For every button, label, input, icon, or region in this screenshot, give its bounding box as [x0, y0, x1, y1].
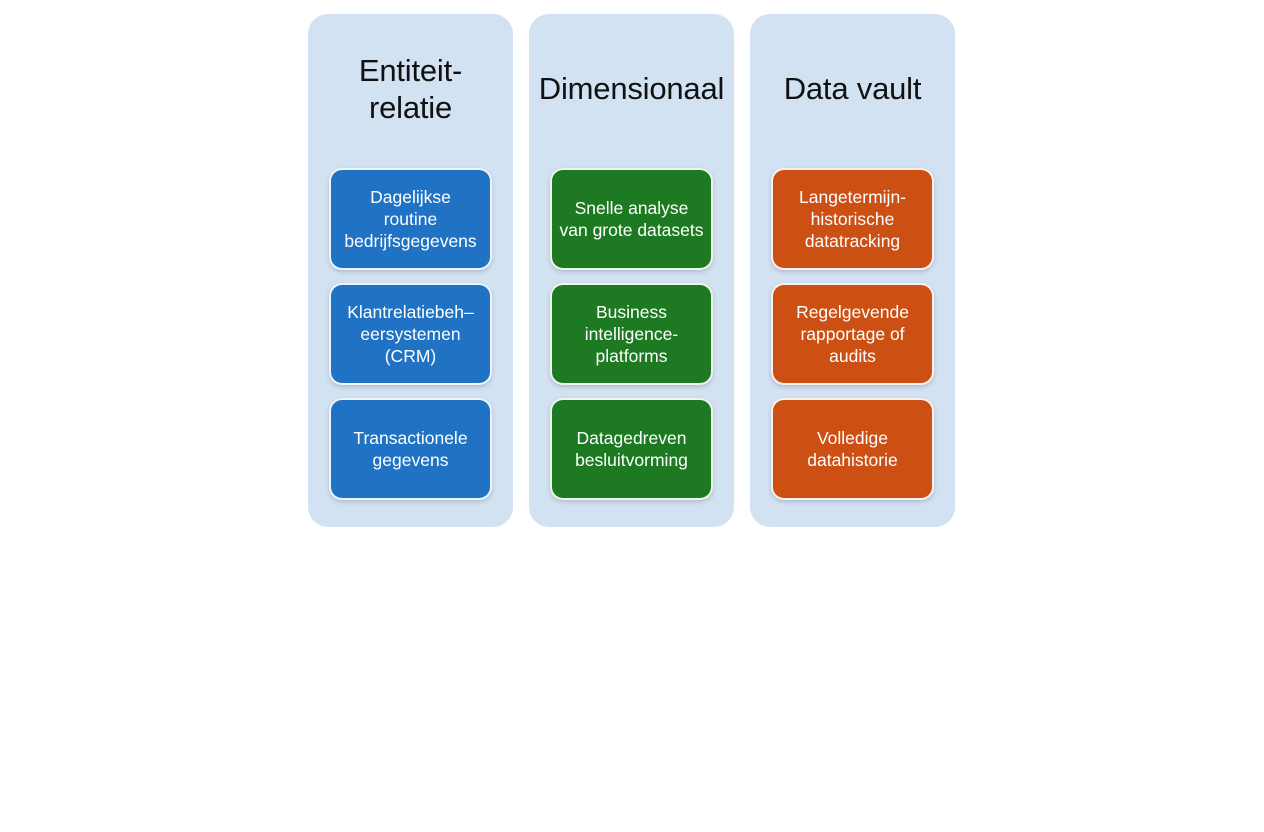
card-label: Volledige datahistorie: [807, 428, 898, 470]
card-volledige-datahistorie: Volledige datahistorie: [771, 398, 934, 500]
card-label: Langetermijn- historische datatracking: [799, 187, 906, 251]
column-panel-dimensionaal: Dimensionaal Snelle analyse van grote da…: [529, 14, 734, 527]
card-business-intelligence-platforms: Business intelligence- platforms: [550, 283, 713, 385]
card-langetermijn-historische-datatracking: Langetermijn- historische datatracking: [771, 168, 934, 270]
card-label: Snelle analyse van grote datasets: [559, 198, 704, 240]
card-list-entiteit-relatie: Dagelijkse routine bedrijfsgegevens Klan…: [308, 168, 513, 500]
card-klantrelatiebeheersystemen: Klantrelatiebeh– eersystemen (CRM): [329, 283, 492, 385]
card-regelgevende-rapportage: Regelgevende rapportage of audits: [771, 283, 934, 385]
card-label: Klantrelatiebeh– eersystemen (CRM): [347, 302, 474, 366]
column-group: Entiteit- relatie Dagelijkse routine bed…: [308, 14, 955, 527]
column-title-data-vault: Data vault: [783, 71, 922, 106]
card-list-dimensionaal: Snelle analyse van grote datasets Busine…: [529, 168, 734, 500]
card-list-data-vault: Langetermijn- historische datatracking R…: [750, 168, 955, 500]
card-label: Transactionele gegevens: [353, 428, 468, 470]
card-label: Business intelligence- platforms: [584, 302, 679, 366]
card-label: Regelgevende rapportage of audits: [796, 302, 909, 366]
card-snelle-analyse: Snelle analyse van grote datasets: [550, 168, 713, 270]
card-label: Datagedreven besluitvorming: [575, 428, 688, 470]
card-transactionele-gegevens: Transactionele gegevens: [329, 398, 492, 500]
column-title-entiteit-relatie: Entiteit- relatie: [358, 53, 463, 125]
card-dagelijkse-routine: Dagelijkse routine bedrijfsgegevens: [329, 168, 492, 270]
card-datagedreven-besluitvorming: Datagedreven besluitvorming: [550, 398, 713, 500]
column-title-dimensionaal: Dimensionaal: [538, 71, 725, 106]
column-panel-entiteit-relatie: Entiteit- relatie Dagelijkse routine bed…: [308, 14, 513, 527]
column-panel-data-vault: Data vault Langetermijn- historische dat…: [750, 14, 955, 527]
card-label: Dagelijkse routine bedrijfsgegevens: [344, 187, 477, 251]
